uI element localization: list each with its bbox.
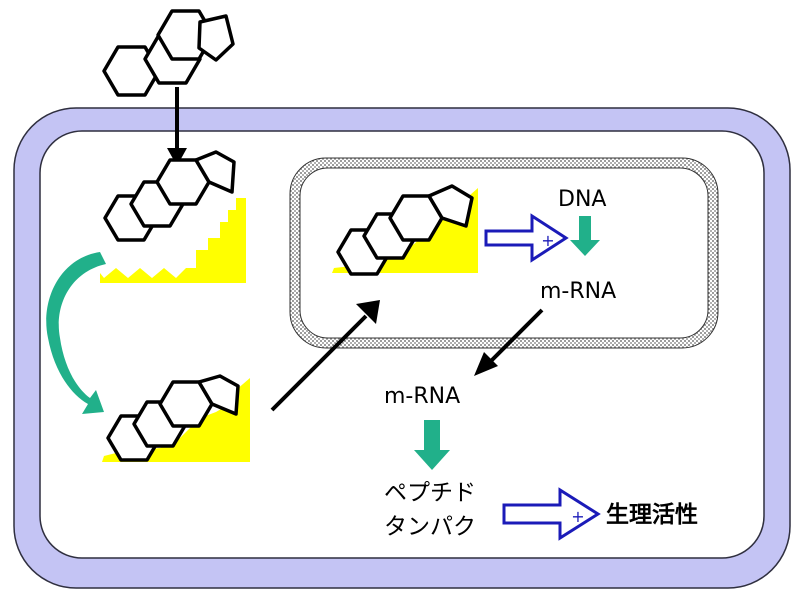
plus-sign-1: + bbox=[541, 231, 554, 250]
protein-label: タンパク bbox=[384, 514, 476, 540]
activation-arrow-2: + bbox=[502, 487, 601, 541]
receptor-shape-icon bbox=[102, 378, 250, 462]
mrna-nucleus-label: m-RNA bbox=[540, 279, 616, 304]
activation-arrow-1: + bbox=[484, 213, 569, 263]
receptor-2 bbox=[102, 374, 250, 462]
green-curved-arrow bbox=[46, 252, 106, 414]
receptor-shape-icon bbox=[100, 198, 246, 283]
green-arrow-transcription bbox=[570, 216, 600, 256]
mrna-cytoplasm-label: m-RNA bbox=[384, 384, 460, 409]
green-arrow-translation bbox=[414, 420, 450, 470]
entry-arrow bbox=[167, 87, 187, 166]
activity-label: 生理活性 bbox=[606, 502, 698, 528]
receptor-1 bbox=[100, 150, 246, 283]
receptor-shape-icon bbox=[332, 188, 478, 273]
receptor-3 bbox=[332, 184, 478, 276]
export-arrow bbox=[474, 308, 544, 376]
free-steroid-icon bbox=[102, 9, 235, 97]
peptide-label: ペプチド bbox=[384, 480, 476, 506]
plus-sign-2: + bbox=[571, 507, 584, 526]
dna-label: DNA bbox=[558, 187, 606, 212]
translocation-arrow bbox=[270, 300, 380, 412]
